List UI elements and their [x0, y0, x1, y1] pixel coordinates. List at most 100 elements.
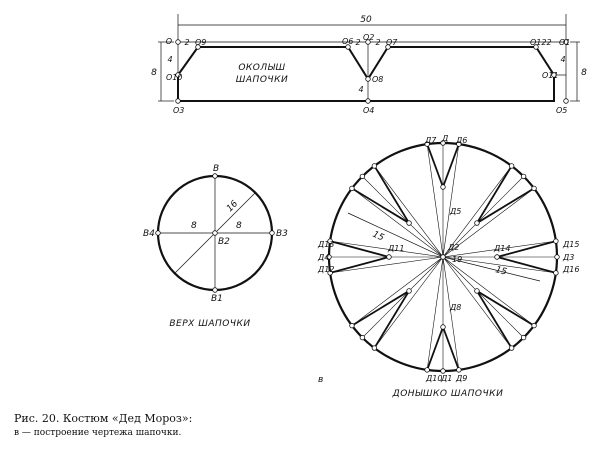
bottom-radius-dim-left: 15 [371, 230, 386, 244]
point-o6 [345, 44, 351, 50]
label-d11: Д11 [387, 244, 404, 253]
top-diag-dim: 16 [225, 199, 240, 214]
band-width-dim: 50 [360, 15, 372, 25]
dart-edge-point [553, 238, 559, 244]
label-o12: О12 [530, 38, 546, 47]
label-o11: О11 [542, 71, 558, 80]
label-v: В [213, 164, 219, 174]
point-o9 [195, 44, 201, 50]
band-labels: 50 8 8 ОКОЛЫШ ШАПОЧКИ О 2 О9 4 О10 О3 О6… [151, 15, 587, 115]
label-d6: Д6 [455, 136, 467, 145]
label-d15: Д15 [562, 240, 579, 249]
center-mark: 19 [452, 255, 462, 264]
dart-tip-point [440, 184, 446, 190]
label-v4: В4 [143, 229, 155, 239]
point-o1 [563, 39, 569, 45]
label-o10: О10 [166, 73, 182, 82]
point-v4 [155, 230, 161, 236]
dart-edge-point [371, 345, 378, 351]
label-d3: Д3 [562, 253, 574, 262]
dart-edge-point [424, 367, 430, 373]
point-v1 [212, 287, 218, 293]
dim-two-4: 2 [546, 38, 551, 47]
dart-edge-point [531, 322, 537, 329]
label-o: О [166, 37, 172, 46]
band-height-dim-right: 8 [581, 68, 587, 78]
label-o3: О3 [173, 106, 184, 115]
dart-edge-point [508, 345, 515, 351]
rim-point [520, 173, 527, 180]
band-points [175, 39, 569, 104]
top-radius-dim-left: 8 [191, 221, 197, 231]
point-o12 [533, 44, 539, 50]
dart-tip-point [440, 324, 446, 330]
label-d16: Д16 [562, 265, 579, 274]
label-d5: Д5 [449, 207, 461, 216]
rim-point [359, 173, 366, 180]
band-height-dim-left: 8 [151, 68, 157, 78]
dart-tip-point [406, 220, 412, 226]
dim-two-2: 2 [355, 38, 360, 47]
band-title-line2: ШАПОЧКИ [236, 75, 288, 85]
label-v1: В1 [211, 294, 223, 304]
label-o5: О5 [556, 106, 567, 115]
dim-four-2: 4 [358, 85, 363, 94]
dart-edge-point [508, 163, 515, 169]
label-d: Д [441, 134, 448, 143]
band-title-line1: ОКОЛЫШ [238, 63, 285, 73]
rim-point [520, 334, 527, 341]
top-radius-dim-right: 8 [236, 221, 242, 231]
label-d10: Д10 [425, 374, 442, 383]
caption-line1: Рис. 20. Костюм «Дед Мороз»: [14, 412, 193, 425]
center-point [440, 254, 446, 260]
point-o10 [175, 72, 181, 78]
label-d12: Д12 [317, 265, 334, 274]
bottom-title: ДОНЫШКО ШАПОЧКИ [392, 389, 504, 399]
top-title: ВЕРХ ШАПОЧКИ [169, 319, 250, 329]
rim-point [440, 368, 446, 374]
label-d9: Д9 [455, 374, 467, 383]
label-o4: О4 [363, 106, 374, 115]
point-o [175, 39, 181, 45]
point-o2 [365, 39, 371, 45]
label-d8: Д8 [449, 303, 461, 312]
dart-edge-point [349, 322, 355, 329]
point-o8 [365, 76, 371, 82]
label-d13: Д13 [317, 240, 334, 249]
point-o4 [365, 98, 371, 104]
label-d14: Д14 [493, 244, 510, 253]
label-d4: Д4 [317, 253, 329, 262]
dart-edge-point [553, 270, 559, 276]
dart-tip-point [474, 288, 480, 294]
dart-edge-point [456, 367, 462, 373]
label-o6: О6 [342, 37, 353, 46]
rim-point [554, 254, 560, 260]
rim-point [359, 334, 366, 341]
dart-edge-point [531, 185, 537, 192]
label-o8: О8 [372, 75, 383, 84]
rim-point [326, 254, 332, 260]
dart-tip-point [474, 220, 480, 226]
bottom-radius-dim-right: 15 [494, 265, 508, 278]
sheet-letter: в [318, 375, 323, 385]
dart-edge-point [349, 185, 355, 192]
top-labels: В В1 В2 В3 В4 8 8 16 ВЕРХ ШАПОЧКИ [143, 164, 288, 329]
band-drawing [158, 14, 580, 102]
dart-edge-point [327, 238, 333, 244]
dim-two-1: 2 [184, 38, 189, 47]
dart-edge-point [327, 270, 333, 276]
dart-tip-point [386, 254, 392, 260]
point-o5 [563, 98, 569, 104]
dim-four-1: 4 [167, 55, 172, 64]
point-o11 [551, 72, 557, 78]
label-d1: Д1 [440, 374, 452, 383]
dart-tip-point [406, 288, 412, 294]
dart-edge-point [456, 141, 462, 147]
point-v2 [212, 230, 218, 236]
point-o7 [385, 44, 391, 50]
point-o3 [175, 98, 181, 104]
rim-point [440, 140, 446, 146]
label-o2: О2 [363, 33, 374, 42]
label-v2: В2 [218, 237, 230, 247]
label-o9: О9 [195, 38, 206, 47]
